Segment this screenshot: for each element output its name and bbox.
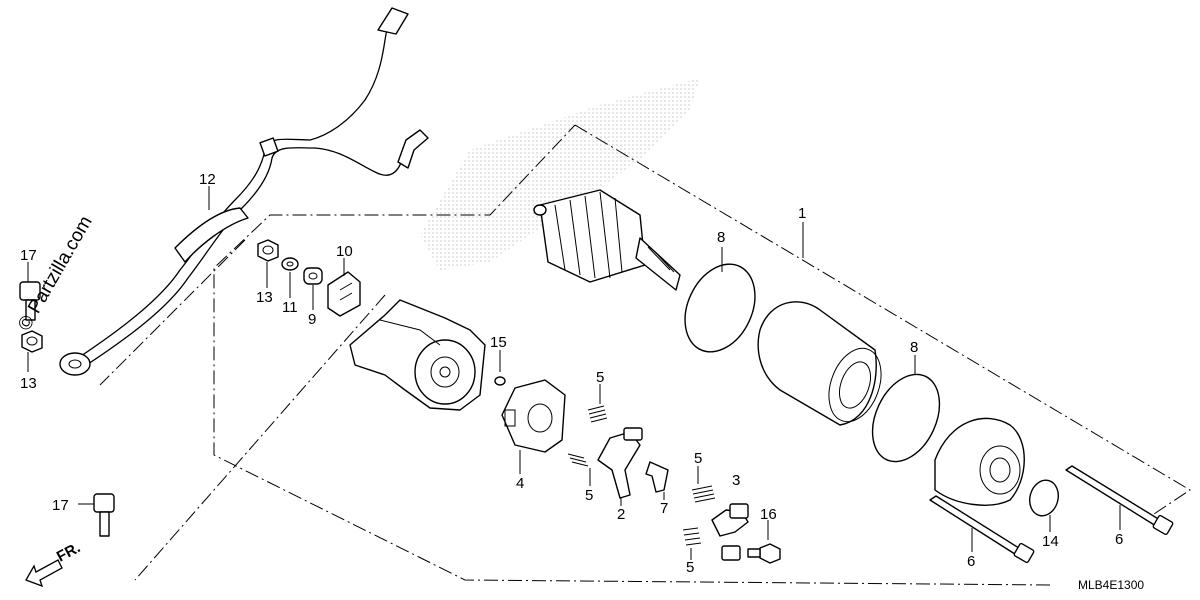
insulator-9 bbox=[303, 267, 323, 285]
bolt-17-bottom bbox=[93, 493, 115, 537]
callout-16: 16 bbox=[760, 506, 777, 523]
spring-5-left bbox=[567, 453, 589, 467]
front-arrow-icon bbox=[25, 559, 63, 588]
brush-set-3 bbox=[711, 503, 749, 561]
callout-4: 4 bbox=[516, 475, 524, 492]
callout-3: 3 bbox=[732, 472, 740, 489]
leader-lines bbox=[27, 186, 1121, 560]
fr-reference-line bbox=[134, 294, 386, 581]
callout-5-right: 5 bbox=[694, 450, 702, 467]
spring-5-right bbox=[691, 485, 716, 503]
bolt-16 bbox=[747, 543, 781, 564]
brush-holder-4 bbox=[501, 379, 566, 453]
callout-6-right: 6 bbox=[1115, 531, 1123, 548]
callouts: 1 8 8 12 10 13 11 9 17 13 15 4 5 5 2 7 5… bbox=[20, 171, 1123, 576]
callout-11: 11 bbox=[282, 299, 298, 316]
o-ring-8-right bbox=[871, 373, 941, 463]
callout-17-bottom: 17 bbox=[52, 497, 69, 514]
front-direction-marker: FR. bbox=[25, 539, 83, 588]
callout-15: 15 bbox=[490, 334, 507, 351]
callout-2: 2 bbox=[617, 506, 625, 523]
o-ring-14 bbox=[1028, 479, 1060, 517]
armature bbox=[533, 189, 681, 291]
rear-cover bbox=[934, 417, 1025, 506]
callout-9: 9 bbox=[308, 311, 316, 328]
washer-11 bbox=[281, 257, 299, 271]
callout-8-left: 8 bbox=[717, 229, 725, 246]
callout-13-top: 13 bbox=[256, 289, 273, 306]
front-cover-bracket bbox=[349, 299, 486, 411]
through-bolt-6-left bbox=[929, 495, 1035, 564]
watermark-text: Partzilla.com bbox=[24, 212, 97, 317]
o-ring-15 bbox=[494, 376, 506, 386]
callout-8-right: 8 bbox=[910, 339, 918, 356]
callout-13-left: 13 bbox=[20, 375, 37, 392]
shading-band bbox=[420, 78, 700, 270]
o-ring-8-left bbox=[684, 263, 756, 353]
starter-cable bbox=[59, 7, 429, 376]
yoke bbox=[757, 301, 882, 426]
callout-10: 10 bbox=[336, 243, 353, 260]
assembly-outline bbox=[213, 124, 1191, 586]
callout-5-left: 5 bbox=[585, 487, 593, 504]
terminal-10 bbox=[327, 271, 361, 317]
bolt-17-top bbox=[19, 281, 41, 321]
nut-13-left bbox=[21, 330, 43, 353]
callout-5-bottom: 5 bbox=[686, 559, 694, 576]
callout-1: 1 bbox=[798, 205, 806, 222]
callout-14: 14 bbox=[1042, 533, 1059, 550]
bolt-7 bbox=[645, 461, 669, 493]
brush-terminal-2 bbox=[597, 427, 643, 499]
callout-5-top: 5 bbox=[596, 369, 604, 386]
callout-17-top: 17 bbox=[20, 247, 37, 264]
callout-7: 7 bbox=[660, 500, 668, 517]
through-bolt-6-right bbox=[1065, 465, 1174, 536]
spring-5-bottom bbox=[682, 527, 702, 546]
bolt-reference-line bbox=[99, 239, 246, 386]
callout-6-left: 6 bbox=[967, 553, 975, 570]
spring-5-top bbox=[587, 405, 608, 423]
nut-13 bbox=[257, 239, 279, 262]
watermark: © Partzilla.com bbox=[14, 212, 97, 334]
diagram-code: MLB4E1300 bbox=[1078, 578, 1144, 592]
callout-12: 12 bbox=[199, 171, 216, 188]
